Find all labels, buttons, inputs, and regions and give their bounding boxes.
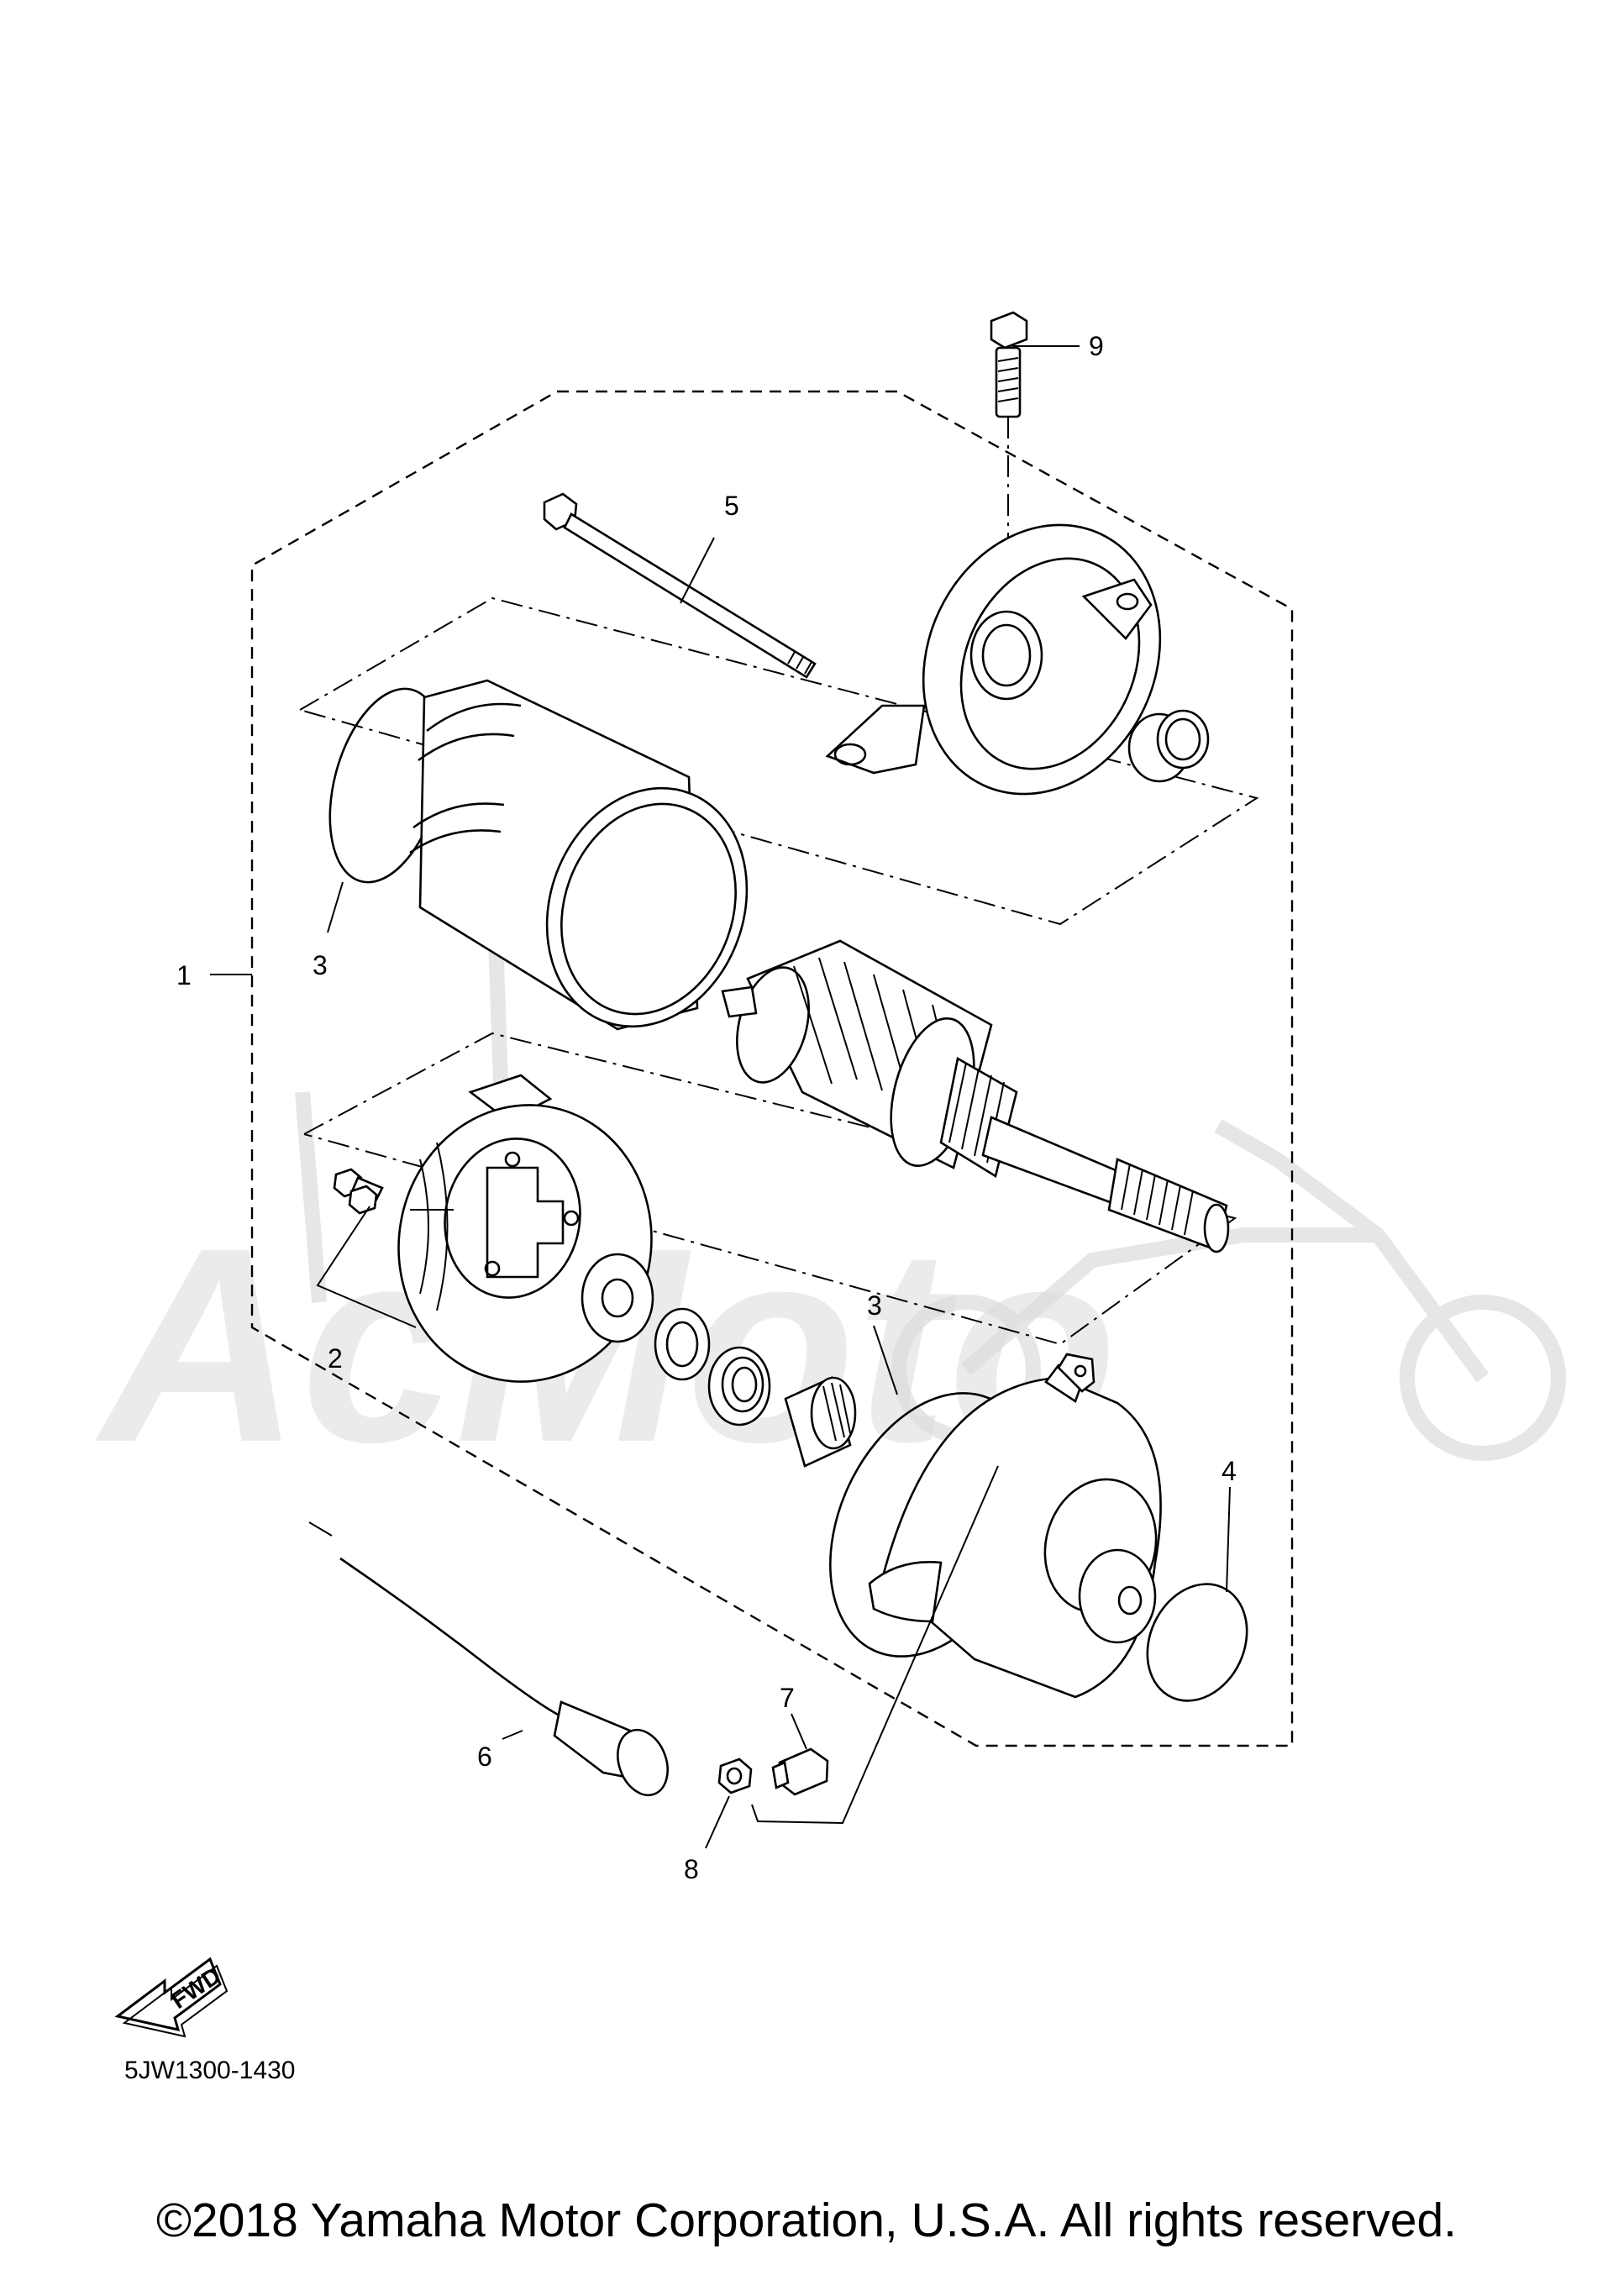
part-through-bolt-5: [543, 492, 817, 679]
fwd-arrow-icon: FWD: [114, 1957, 229, 2038]
part-bushing: [1127, 709, 1210, 783]
callout-2: 2: [328, 1343, 343, 1374]
part-bolt-9: [990, 311, 1028, 588]
callout-6: 6: [477, 1742, 492, 1772]
part-armature: [721, 939, 1230, 1253]
callout-8: 8: [684, 1854, 699, 1884]
callout-5: 5: [724, 491, 739, 521]
callout-7: 7: [780, 1683, 795, 1713]
callout-3-lower: 3: [867, 1290, 882, 1321]
diagram-code: 5JW1300-1430: [124, 2057, 296, 2084]
part-front-cover: [868, 1353, 1162, 1699]
part-lead-wire-6: [308, 1521, 669, 1797]
part-rear-cover: [825, 523, 1162, 796]
leader-lines: [210, 345, 1231, 1849]
part-yoke: [409, 679, 749, 1031]
copyright-notice: ©2018 Yamaha Motor Corporation, U.S.A. A…: [156, 2194, 1457, 2247]
part-washer-a: [581, 1253, 654, 1343]
plane-lower: [303, 1032, 1237, 1346]
part-screw-7: [771, 1747, 829, 1796]
callout-1: 1: [176, 960, 192, 990]
part-o-ring-4: [1146, 1583, 1248, 1702]
leader-bracket-7-8: [751, 1465, 999, 1825]
callout-3-upper: 3: [313, 950, 328, 980]
part-nut-8: [717, 1757, 753, 1794]
part-oil-seal: [707, 1346, 771, 1426]
plane-upper: [299, 596, 1259, 926]
part-washer-b: [654, 1307, 711, 1381]
leader-part-2-bracket: [316, 1206, 417, 1328]
callout-4: 4: [1222, 1456, 1237, 1486]
assembly-boundary: [250, 390, 1294, 1747]
callout-9: 9: [1089, 331, 1104, 361]
part-needle-bearing: [784, 1376, 857, 1468]
